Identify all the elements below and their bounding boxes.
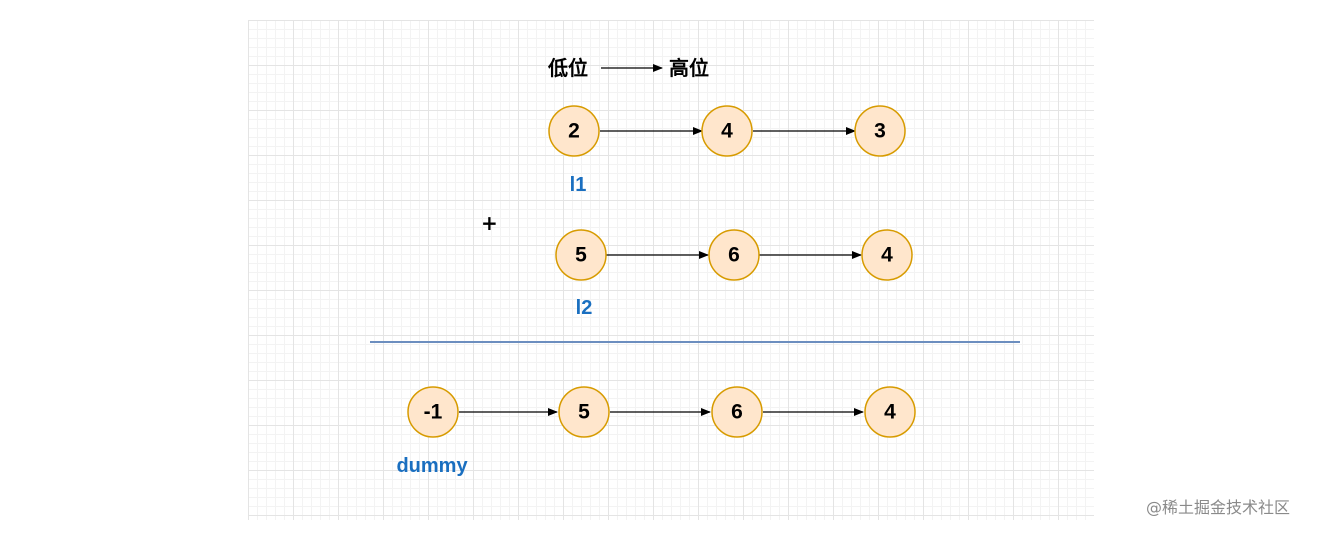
list-l2: 5 6 4 l2 bbox=[555, 229, 913, 319]
l1-node-2 bbox=[701, 105, 753, 157]
dummy-node-1-value: -1 bbox=[424, 401, 443, 424]
l2-node-3 bbox=[861, 229, 913, 281]
l2-node-1-value: 5 bbox=[575, 244, 587, 267]
l2-label: l2 bbox=[576, 297, 593, 319]
l1-node-1-value: 2 bbox=[568, 120, 580, 143]
l1-node-1 bbox=[548, 105, 600, 157]
l1-node-3-value: 3 bbox=[874, 120, 886, 143]
l2-node-2 bbox=[708, 229, 760, 281]
grid-canvas bbox=[248, 20, 1094, 520]
list-dummy: -1 5 6 4 dummy bbox=[396, 386, 916, 477]
list-l1: 2 4 3 l1 bbox=[548, 105, 906, 196]
dummy-label: dummy bbox=[396, 455, 468, 477]
l2-node-1 bbox=[555, 229, 607, 281]
dummy-node-4-value: 4 bbox=[884, 401, 896, 424]
dummy-node-3-value: 6 bbox=[731, 401, 743, 424]
low-order-label: 低位 bbox=[547, 56, 588, 80]
dummy-node-2 bbox=[558, 386, 610, 438]
l1-label: l1 bbox=[570, 174, 587, 196]
high-order-label: 高位 bbox=[669, 56, 709, 80]
watermark: @稀土掘金技术社区 bbox=[1146, 498, 1291, 517]
dummy-node-2-value: 5 bbox=[578, 401, 590, 424]
l2-node-3-value: 4 bbox=[881, 244, 893, 267]
l1-node-3 bbox=[854, 105, 906, 157]
dummy-node-4 bbox=[864, 386, 916, 438]
dummy-node-1 bbox=[407, 386, 459, 438]
plus-operator: + bbox=[481, 211, 498, 235]
l1-node-2-value: 4 bbox=[721, 120, 733, 143]
l2-node-2-value: 6 bbox=[728, 244, 740, 267]
dummy-node-3 bbox=[711, 386, 763, 438]
